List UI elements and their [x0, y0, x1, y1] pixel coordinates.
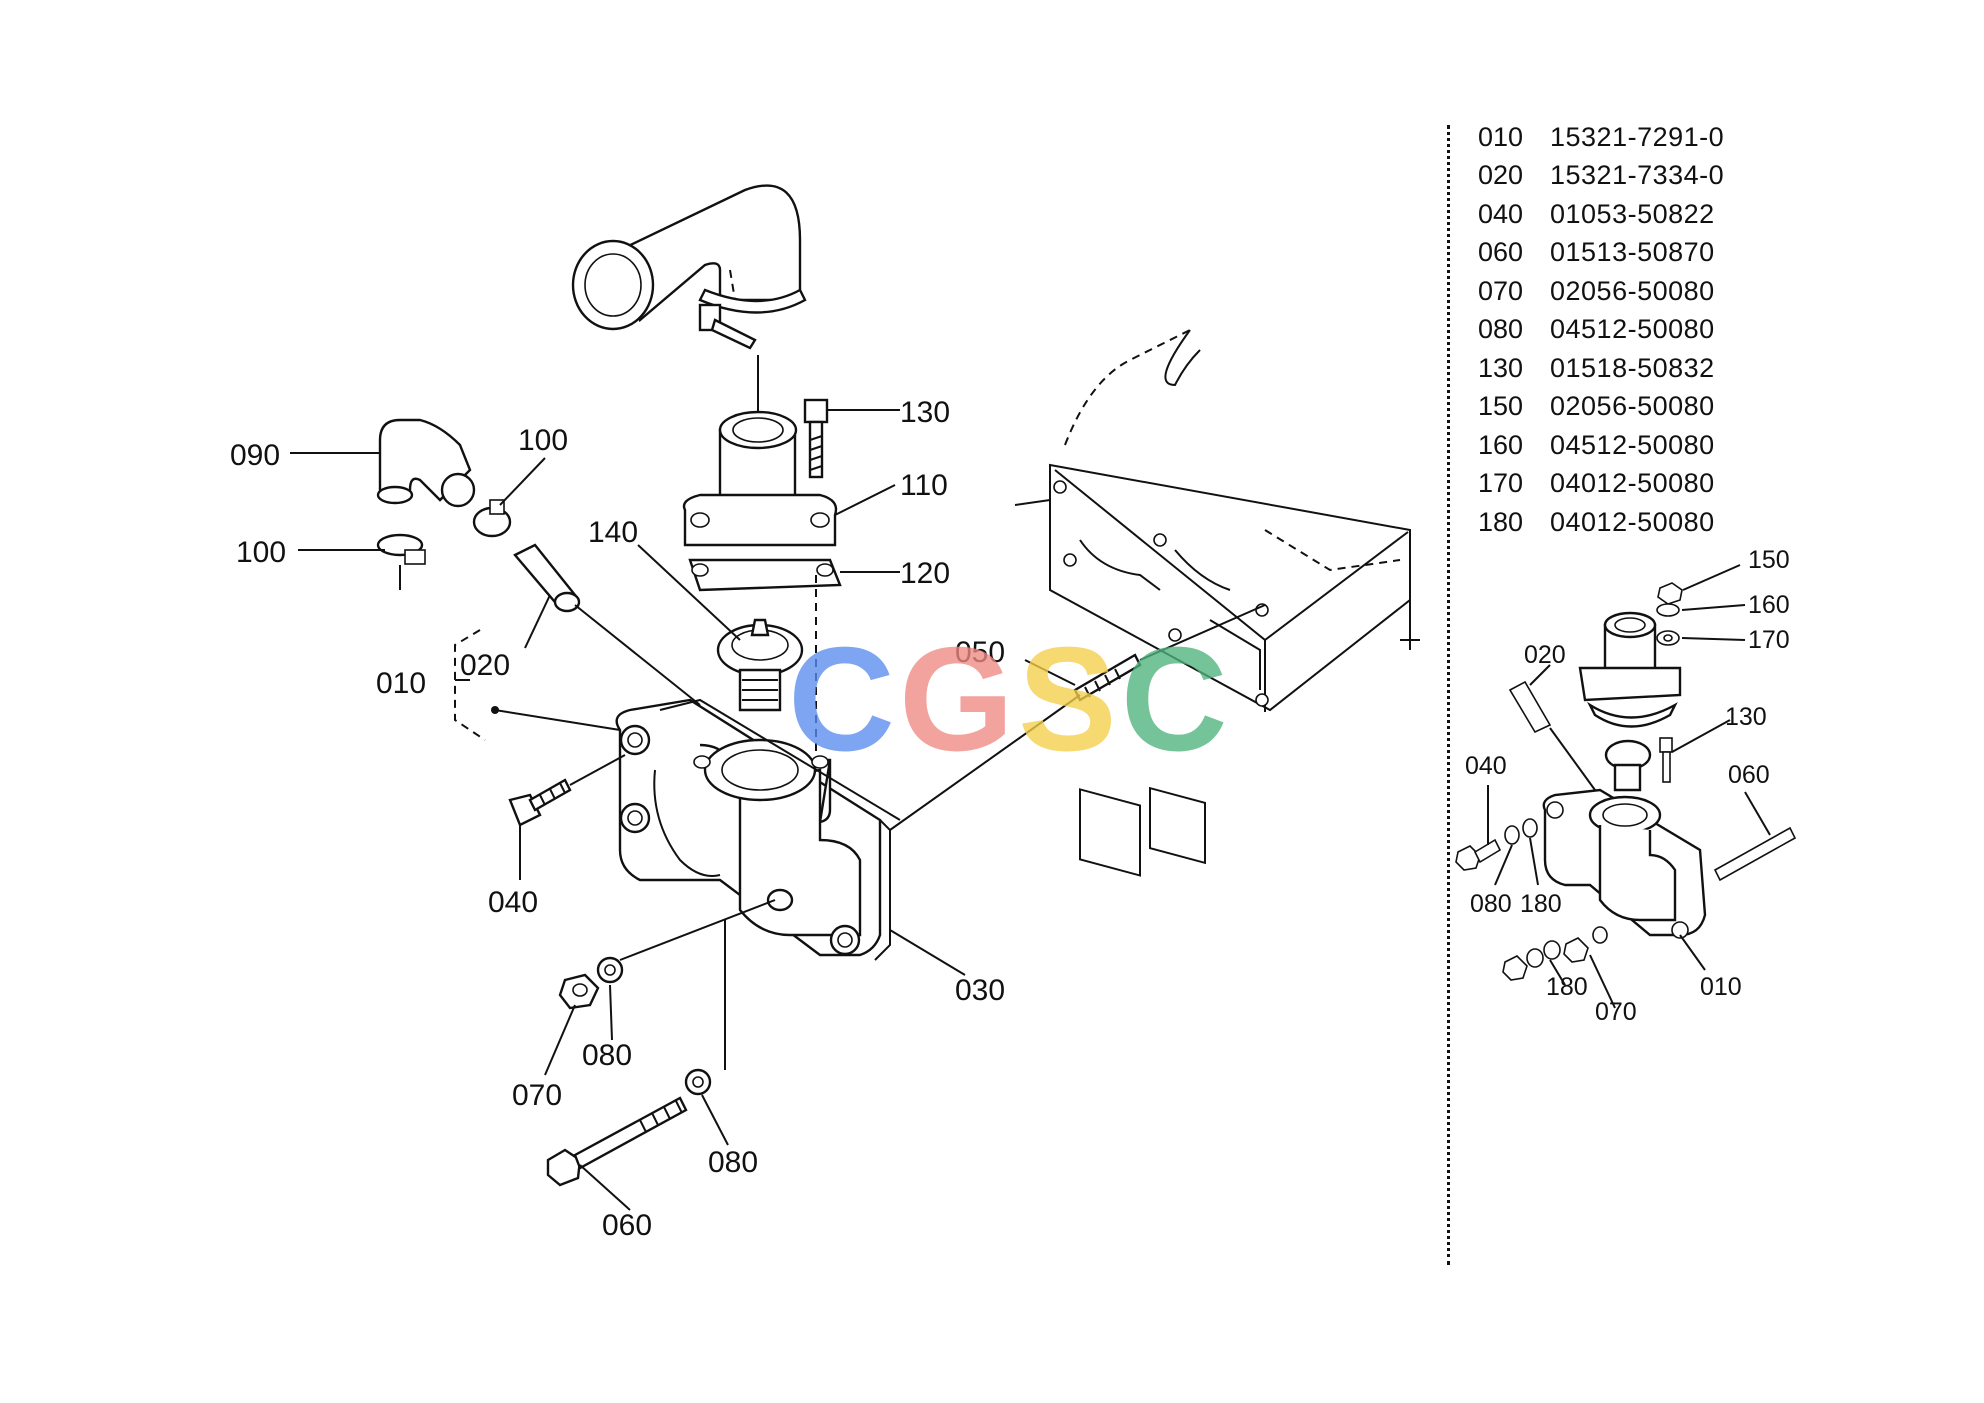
part-number: 040: [1478, 198, 1524, 229]
parts-row: 070 02056-50080: [1478, 272, 1778, 311]
inset-leaders: [1487, 564, 1771, 1009]
callout-040: 040: [488, 886, 538, 919]
callout-120: 120: [900, 557, 950, 590]
parts-list: 010 15321-7291-0 020 15321-7334-0 040 01053-5…: [1478, 118, 1778, 542]
part-code: 04512-50080: [1550, 429, 1715, 460]
watermark-letter: C: [1120, 617, 1228, 782]
inset-callout-010: 010: [1700, 973, 1742, 1001]
inset-callout-080: 080: [1470, 890, 1512, 918]
part-number: 130: [1478, 352, 1524, 383]
inset-callout-020: 020: [1524, 641, 1566, 669]
part-code: 15321-7291-0: [1550, 121, 1725, 152]
part-number: 180: [1478, 506, 1524, 537]
inset-callout-180-lower: 180: [1546, 973, 1588, 1001]
part-code: 02056-50080: [1550, 275, 1715, 306]
callout-090: 090: [230, 439, 280, 472]
thermostat-cover: [682, 355, 842, 770]
part-number: 080: [1478, 314, 1524, 345]
watermark-letter: S: [1018, 617, 1117, 782]
bypass-hose: [376, 418, 701, 706]
part-code: 04512-50080: [1550, 314, 1715, 345]
callout-100-upper: 100: [518, 424, 568, 457]
part-number: 170: [1478, 468, 1524, 499]
part-code: 04012-50080: [1550, 506, 1715, 537]
parts-row: 060 01513-50870: [1478, 234, 1778, 273]
callout-110: 110: [900, 469, 948, 502]
callout-050: 050: [955, 636, 1005, 669]
parts-row: 170 04012-50080: [1478, 465, 1778, 504]
parts-row: 150 02056-50080: [1478, 388, 1778, 427]
callout-030: 030: [955, 974, 1005, 1007]
inset-callout-040: 040: [1465, 752, 1507, 780]
parts-row: 040 01053-50822: [1478, 195, 1778, 234]
main-callouts: 090 100 100 010 020 140 130 110 120 050 …: [230, 396, 1005, 1242]
inset-callouts: 150 160 170 020 130 040 060 080 180 180 …: [1465, 546, 1790, 1026]
callout-070: 070: [512, 1079, 562, 1112]
part-code: 01513-50870: [1550, 237, 1715, 268]
part-code: 02056-50080: [1550, 391, 1715, 422]
callout-140: 140: [588, 516, 638, 549]
part-number: 010: [1478, 121, 1524, 152]
inset-assembly: [1455, 582, 1797, 981]
part-code: 01518-50832: [1550, 352, 1715, 383]
lower-fasteners: [546, 899, 776, 1187]
watermark-letter: G: [898, 617, 1015, 782]
callout-020: 020: [460, 649, 510, 682]
inset-callout-130: 130: [1725, 703, 1767, 731]
parts-row: 160 04512-50080: [1478, 426, 1778, 465]
parts-row: 010 15321-7291-0: [1478, 118, 1778, 157]
part-number: 160: [1478, 429, 1524, 460]
part-code: 15321-7334-0: [1550, 160, 1725, 191]
parts-row: 020 15321-7334-0: [1478, 157, 1778, 196]
inset-callout-170: 170: [1748, 626, 1790, 654]
part-number: 020: [1478, 160, 1524, 191]
group-bracket: [454, 629, 621, 741]
callout-080-right: 080: [708, 1146, 758, 1179]
part-code: 01053-50822: [1550, 198, 1715, 229]
parts-row: 080 04512-50080: [1478, 311, 1778, 350]
thermostat: [716, 618, 804, 712]
main-leaders: [290, 409, 1076, 1211]
section-divider: [1447, 125, 1450, 1265]
parts-row: 180 04012-50080: [1478, 503, 1778, 542]
part-number: 070: [1478, 275, 1524, 306]
engine-block: [1014, 329, 1420, 877]
callout-100-lower: 100: [236, 536, 286, 569]
watermark-letter: C: [788, 617, 895, 782]
water-flange: [615, 698, 901, 961]
callout-060: 060: [602, 1209, 652, 1242]
inset-callout-180-upper: 180: [1520, 890, 1562, 918]
inset-callout-150: 150: [1748, 546, 1790, 574]
stud-050: [889, 604, 1266, 831]
callout-080-left: 080: [582, 1039, 632, 1072]
part-number: 150: [1478, 391, 1524, 422]
inset-callout-060: 060: [1728, 761, 1770, 789]
part-number: 060: [1478, 237, 1524, 268]
part-code: 04012-50080: [1550, 468, 1715, 499]
callout-010: 010: [376, 667, 426, 700]
inset-callout-160: 160: [1748, 591, 1790, 619]
parts-row: 130 01518-50832: [1478, 349, 1778, 388]
upper-hose: [571, 184, 807, 350]
callout-130: 130: [900, 396, 950, 429]
inset-callout-070: 070: [1595, 998, 1637, 1026]
bolt-040: [508, 754, 626, 827]
